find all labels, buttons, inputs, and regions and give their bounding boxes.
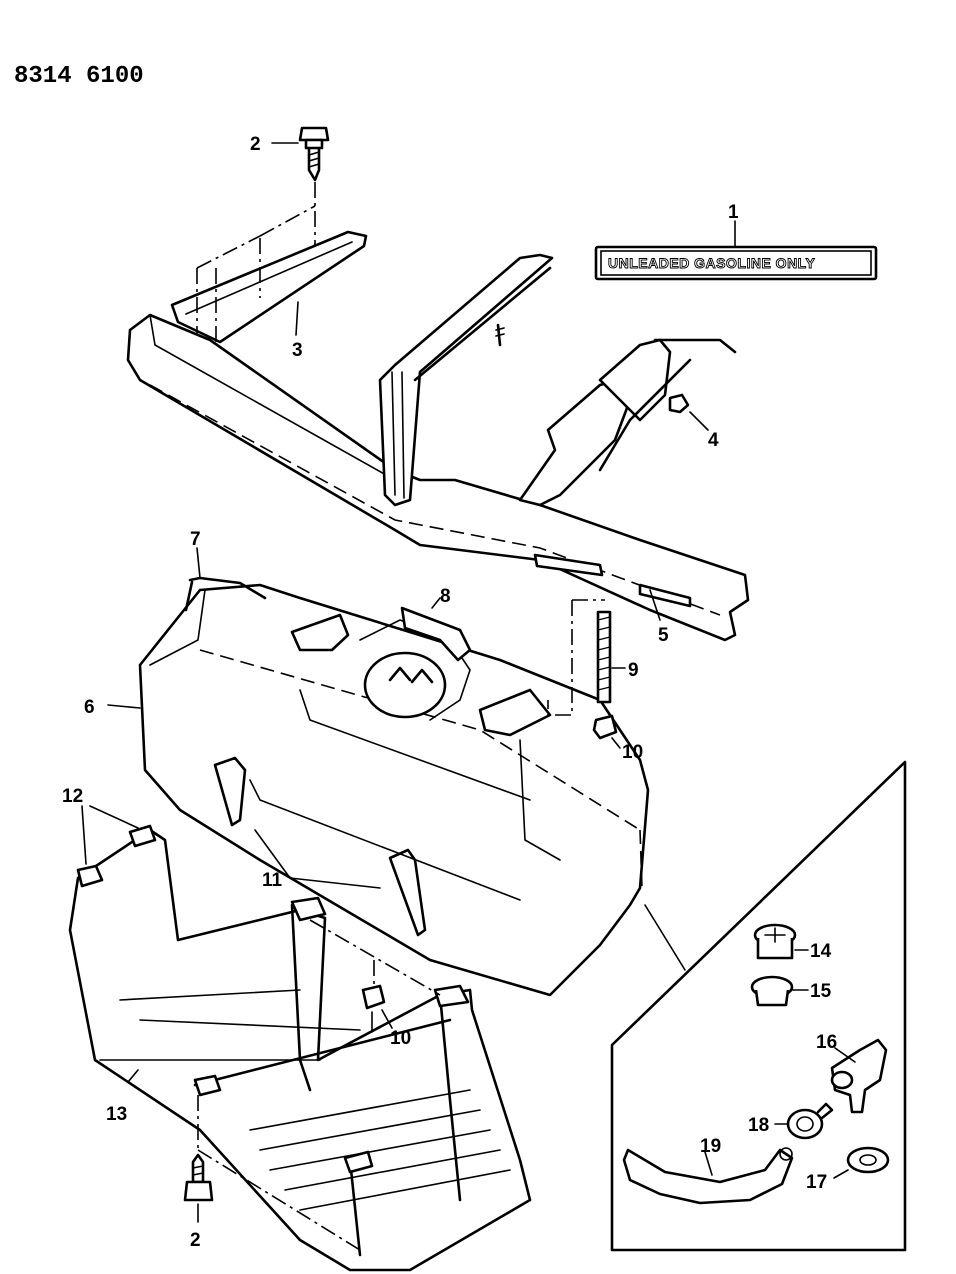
callout-6: 6 [84,697,95,718]
bolt-top [271,126,330,250]
decal-text: UNLEADED GASOLINE ONLY [608,255,815,271]
callout-10-bottom: 10 [390,1028,411,1049]
leader-12 [81,805,139,865]
hose-19 [622,1147,794,1205]
callout-5: 5 [658,625,669,646]
callout-13: 13 [106,1104,127,1125]
tank-skid-plate [68,824,532,1272]
leader-13 [127,1069,139,1083]
callout-2-bottom: 2 [190,1230,201,1251]
leader-7 [196,547,201,579]
nut-10-bottom [361,960,393,1033]
grommet-15 [750,975,809,1007]
elbow-16 [830,1038,888,1114]
callout-16: 16 [816,1032,837,1053]
hose-clamp-18 [774,1102,834,1140]
leader-6 [107,704,141,709]
clip-4 [668,393,709,431]
vehicle-frame [126,253,750,642]
callout-4: 4 [708,430,719,451]
callout-7: 7 [190,529,201,550]
leader-5 [649,589,661,621]
fuel-tank [138,576,650,997]
callout-18: 18 [748,1115,769,1136]
detail-inset [610,760,907,1252]
callout-19: 19 [700,1136,721,1157]
callout-11: 11 [262,870,283,891]
bolt-bottom [183,1153,214,1223]
callout-1: 1 [728,202,739,223]
callout-3: 3 [292,340,303,361]
washer-17 [833,1146,890,1179]
nut-10-top [592,714,621,749]
callout-10-top: 10 [622,742,643,763]
callout-9: 9 [628,660,639,681]
callout-17: 17 [806,1172,827,1193]
fuel-line-clip-8 [400,597,472,662]
stud-9 [547,599,626,716]
callout-15: 15 [810,981,832,1002]
callout-2-top: 2 [250,134,261,155]
callout-14: 14 [810,941,832,962]
frame-bracket [170,205,368,365]
filler-cap-14 [753,923,809,960]
drawing-number: 8314 6100 [14,63,144,90]
callout-12: 12 [62,786,83,807]
callout-8: 8 [440,586,451,607]
unleaded-label-decal: UNLEADED GASOLINE ONLY [594,220,878,281]
leader-11 [254,829,381,889]
